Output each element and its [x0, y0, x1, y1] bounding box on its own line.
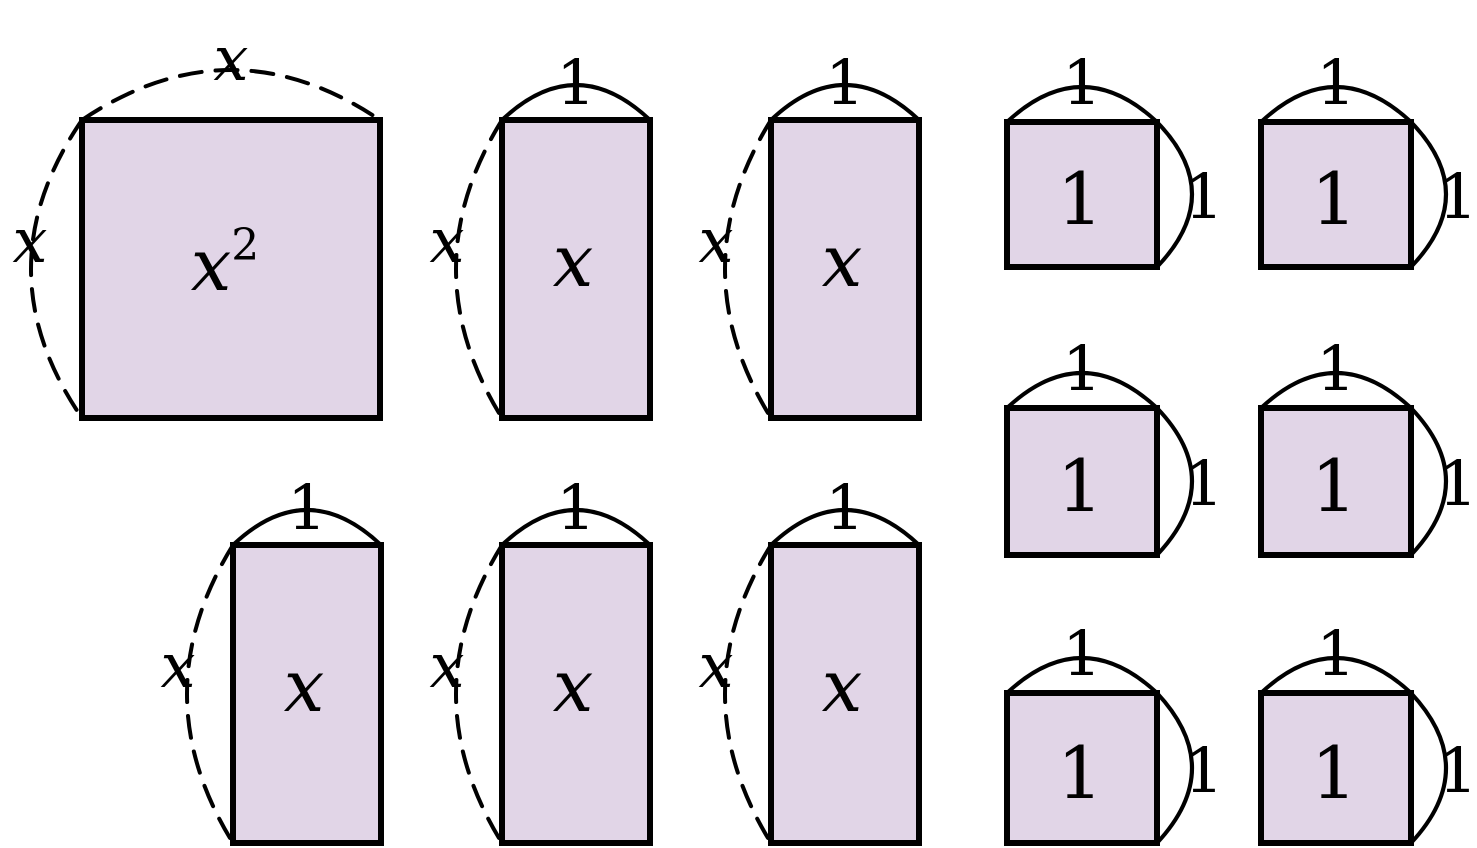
x-squared-exponent: 2	[231, 220, 259, 271]
x-tile-inner-label: x	[822, 644, 863, 728]
unit-tile: 1 1 1	[1258, 46, 1477, 270]
x-tile-top-dimension	[500, 83, 652, 122]
x-tile-top-dimension	[769, 508, 921, 547]
x-tile-top-label: 1	[825, 471, 864, 544]
x-squared-top-label: x	[214, 22, 249, 95]
unit-tile-inner-label: 1	[1057, 444, 1103, 528]
unit-tile-right-dimension	[1155, 120, 1194, 269]
x-tile-rect	[768, 542, 922, 846]
unit-tile-top-label: 1	[1316, 617, 1355, 690]
x-tile-left-dimension	[723, 543, 773, 845]
x-tile-left-label: x	[161, 629, 196, 702]
unit-tile-square	[1258, 405, 1414, 558]
unit-tile-top-dimension	[1005, 656, 1159, 695]
x-tile: 1 x x	[699, 471, 922, 846]
unit-tile-right-dimension	[1155, 406, 1194, 557]
unit-tile-inner-label: 1	[1311, 444, 1357, 528]
x-tile: 1 x x	[430, 46, 653, 421]
x-tile-left-dimension	[454, 118, 504, 420]
unit-tile-top-dimension	[1259, 656, 1413, 695]
x-tile-left-label: x	[430, 204, 465, 277]
x-tile-rect	[499, 542, 653, 846]
unit-tile-top-label: 1	[1062, 332, 1101, 405]
x-tile-top-dimension	[769, 83, 921, 122]
x-tile: 1 x x	[430, 471, 653, 846]
x-squared-top-dimension	[80, 68, 382, 122]
unit-tile-right-dimension	[1409, 691, 1448, 845]
unit-tile-top-dimension	[1005, 85, 1159, 124]
x-squared-inner-label: x2	[191, 220, 260, 307]
x-tile-top-label: 1	[825, 46, 864, 119]
x-squared-square	[79, 117, 383, 421]
x-tile-inner-label: x	[553, 644, 594, 728]
unit-tile-inner-label: 1	[1057, 157, 1103, 241]
x-tile: 1 x x	[699, 46, 922, 421]
unit-tile-square	[1258, 690, 1414, 846]
x-squared-tile: x x x2	[13, 22, 383, 421]
x-tile-left-label: x	[699, 629, 734, 702]
unit-tile: 1 1 1	[1004, 332, 1224, 558]
unit-tile-top-dimension	[1005, 371, 1159, 410]
x-squared-left-dimension	[29, 118, 84, 420]
x-tile-inner-label: x	[553, 219, 594, 303]
unit-tile: 1 1 1	[1258, 617, 1477, 846]
x-tile-top-dimension	[231, 508, 383, 547]
x-tile-left-dimension	[185, 543, 235, 845]
unit-tile-right-label: 1	[1184, 160, 1223, 233]
x-tile-left-label: x	[430, 629, 465, 702]
unit-tile-right-label: 1	[1184, 734, 1223, 807]
x-tile-top-label: 1	[556, 471, 595, 544]
unit-tile-top-label: 1	[1062, 46, 1101, 119]
unit-tile-right-dimension	[1155, 691, 1194, 845]
unit-tile-top-dimension	[1259, 85, 1413, 124]
unit-tile-top-label: 1	[1062, 617, 1101, 690]
x-tile-rect	[230, 542, 384, 846]
unit-tile-top-label: 1	[1316, 332, 1355, 405]
x-squared-left-label: x	[13, 204, 48, 277]
x-tile-left-label: x	[699, 204, 734, 277]
unit-tile-right-dimension	[1409, 406, 1448, 557]
x-tile-inner-label: x	[284, 644, 325, 728]
x-tile-rect	[768, 117, 922, 421]
unit-tile-square	[1004, 405, 1160, 558]
unit-tile: 1 1 1	[1258, 332, 1477, 558]
x-tile-left-dimension	[723, 118, 773, 420]
unit-tile-right-label: 1	[1438, 734, 1477, 807]
unit-tile-right-label: 1	[1184, 447, 1223, 520]
x-tile-top-dimension	[500, 508, 652, 547]
unit-tile-right-dimension	[1409, 120, 1448, 269]
unit-tile-inner-label: 1	[1057, 731, 1103, 815]
x-tile-top-label: 1	[556, 46, 595, 119]
unit-tile-inner-label: 1	[1311, 157, 1357, 241]
unit-tile-square	[1004, 119, 1160, 270]
unit-tile: 1 1 1	[1004, 617, 1224, 846]
x-tile-rect	[499, 117, 653, 421]
unit-tile-square	[1004, 690, 1160, 846]
unit-tile-right-label: 1	[1438, 447, 1477, 520]
x-tile-top-label: 1	[287, 471, 326, 544]
x-squared-base: x	[191, 223, 232, 307]
unit-tile-top-label: 1	[1316, 46, 1355, 119]
unit-tile-inner-label: 1	[1311, 731, 1357, 815]
unit-tile-square	[1258, 119, 1414, 270]
x-tile: 1 x x	[161, 471, 384, 846]
x-tile-left-dimension	[454, 543, 504, 845]
x-tile-inner-label: x	[822, 219, 863, 303]
unit-tile-top-dimension	[1259, 371, 1413, 410]
unit-tile-right-label: 1	[1438, 160, 1477, 233]
unit-tile: 1 1 1	[1004, 46, 1224, 270]
